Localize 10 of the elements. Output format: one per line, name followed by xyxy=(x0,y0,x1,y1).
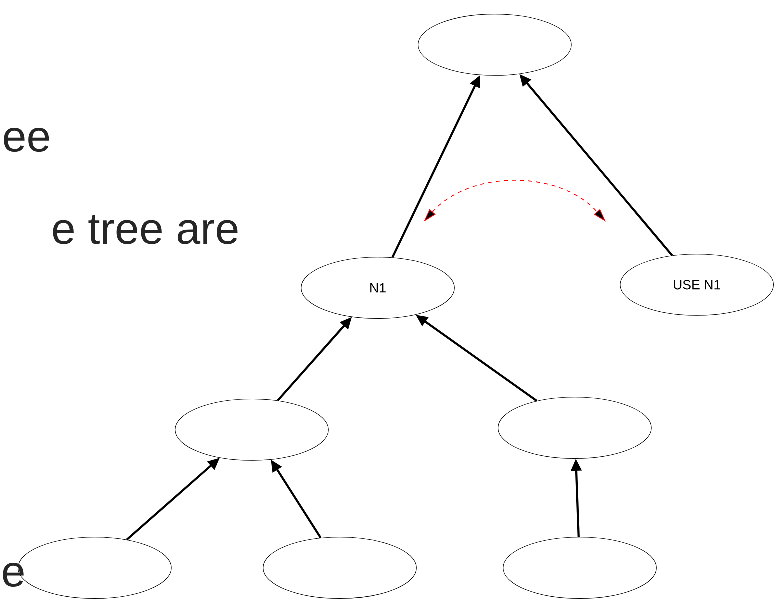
empty-ellipse xyxy=(498,397,652,459)
slide-text: ee xyxy=(4,128,50,152)
empty-ellipse xyxy=(503,537,657,599)
ellipse-node: N1 xyxy=(301,257,455,319)
empty-ellipse xyxy=(418,14,572,76)
empty-ellipse xyxy=(175,399,329,461)
slide-text: e tree are xyxy=(53,216,238,244)
slide-text: e xyxy=(3,562,24,588)
ellipse-node: USE N1 xyxy=(620,254,774,316)
empty-ellipse xyxy=(263,537,417,599)
